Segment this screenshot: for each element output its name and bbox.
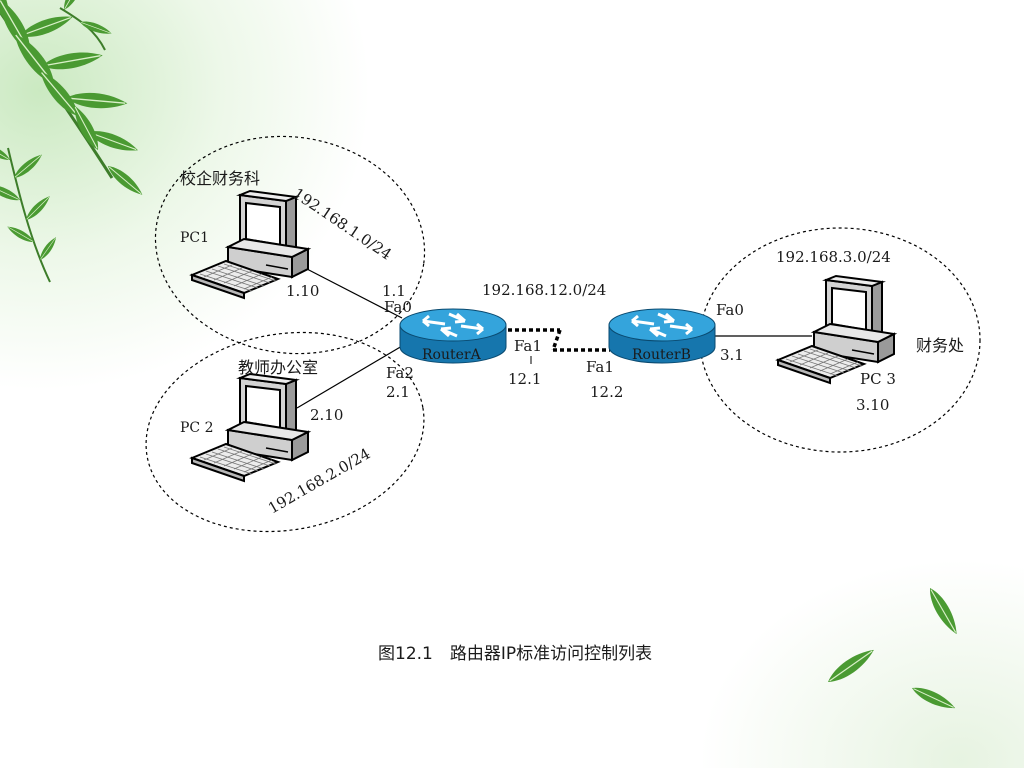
- pc2-ip: 2.10: [310, 406, 343, 424]
- pc3-icon[interactable]: [777, 275, 895, 384]
- router-a-fa0-ip: 1.1: [382, 282, 406, 300]
- router-a-name: RouterA: [422, 347, 482, 363]
- pc2-label: PC 2: [180, 420, 214, 436]
- link-routera-routerb: [508, 328, 610, 364]
- router-b-fa1-ip: 12.2: [590, 383, 623, 401]
- figure-caption: 图12.1 路由器IP标准访问控制列表: [378, 644, 652, 664]
- leaf-decoration-bottom-right: [823, 584, 963, 714]
- router-a-fa2-port: Fa2: [386, 364, 414, 382]
- zone-finance-office-network: 192.168.3.0/24: [776, 248, 891, 266]
- router-b-fa0-port: Fa0: [716, 301, 744, 319]
- router-b-fa1-port: Fa1: [586, 358, 614, 376]
- router-b-fa0-ip: 3.1: [720, 346, 744, 364]
- zone-finance-office-name: 财务处: [916, 336, 964, 355]
- router-b-name: RouterB: [632, 347, 691, 363]
- pc3-label: PC 3: [860, 370, 896, 388]
- link-pc2-routera: [296, 345, 403, 409]
- zone-teacher-office: [145, 331, 425, 533]
- router-a-fa1-port: Fa1: [514, 337, 542, 355]
- router-a-fa2-ip: 2.1: [386, 383, 410, 401]
- zone-teacher-office-name: 教师办公室: [238, 358, 318, 377]
- zone-school-finance-name: 校企财务科: [180, 169, 260, 188]
- wan-network: 192.168.12.0/24: [482, 281, 606, 299]
- link-pc1-routera: [304, 267, 403, 319]
- router-a-fa0-port: Fa0: [384, 298, 412, 316]
- pc3-ip: 3.10: [856, 396, 889, 414]
- pc1-ip: 1.10: [286, 282, 319, 300]
- pc1-label: PC1: [180, 230, 209, 246]
- leaf-decoration-top-left: [0, 0, 147, 283]
- router-a-fa1-ip: 12.1: [508, 370, 541, 388]
